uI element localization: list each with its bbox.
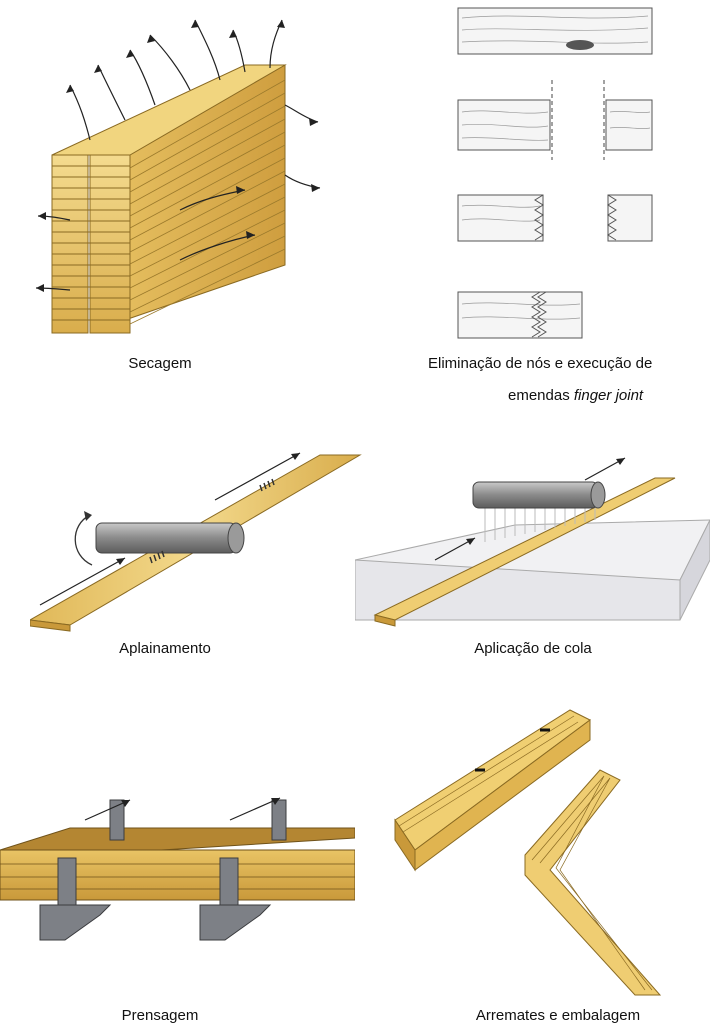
panel-aplicacao-cola bbox=[355, 450, 710, 630]
caption-aplainamento: Aplainamento bbox=[95, 640, 235, 657]
finger-joint-illustration bbox=[440, 0, 670, 345]
drying-stack-illustration bbox=[30, 10, 330, 340]
panel-finger-joint bbox=[440, 0, 670, 345]
caption-secagem: Secagem bbox=[100, 355, 220, 372]
panel-secagem bbox=[30, 10, 330, 340]
caption-eliminacao-line2: emendas finger joint bbox=[508, 387, 708, 404]
caption-prensagem: Prensagem bbox=[100, 1007, 220, 1024]
glue-application-illustration bbox=[355, 450, 710, 630]
caption-arremates: Arremates e embalagem bbox=[443, 1007, 673, 1024]
caption-eliminacao-prefix: emendas bbox=[508, 387, 574, 404]
planing-illustration bbox=[30, 445, 365, 635]
panel-aplainamento bbox=[30, 445, 365, 635]
panel-arremates bbox=[390, 700, 705, 1000]
caption-eliminacao-line1: Eliminação de nós e execução de bbox=[428, 355, 712, 372]
caption-aplicacao-cola: Aplicação de cola bbox=[448, 640, 618, 657]
panel-prensagem bbox=[0, 780, 355, 945]
plank-ends bbox=[52, 155, 130, 333]
caption-eliminacao-italic: finger joint bbox=[574, 387, 643, 404]
finished-glulam-illustration bbox=[390, 700, 705, 1000]
pressing-illustration bbox=[0, 780, 355, 945]
